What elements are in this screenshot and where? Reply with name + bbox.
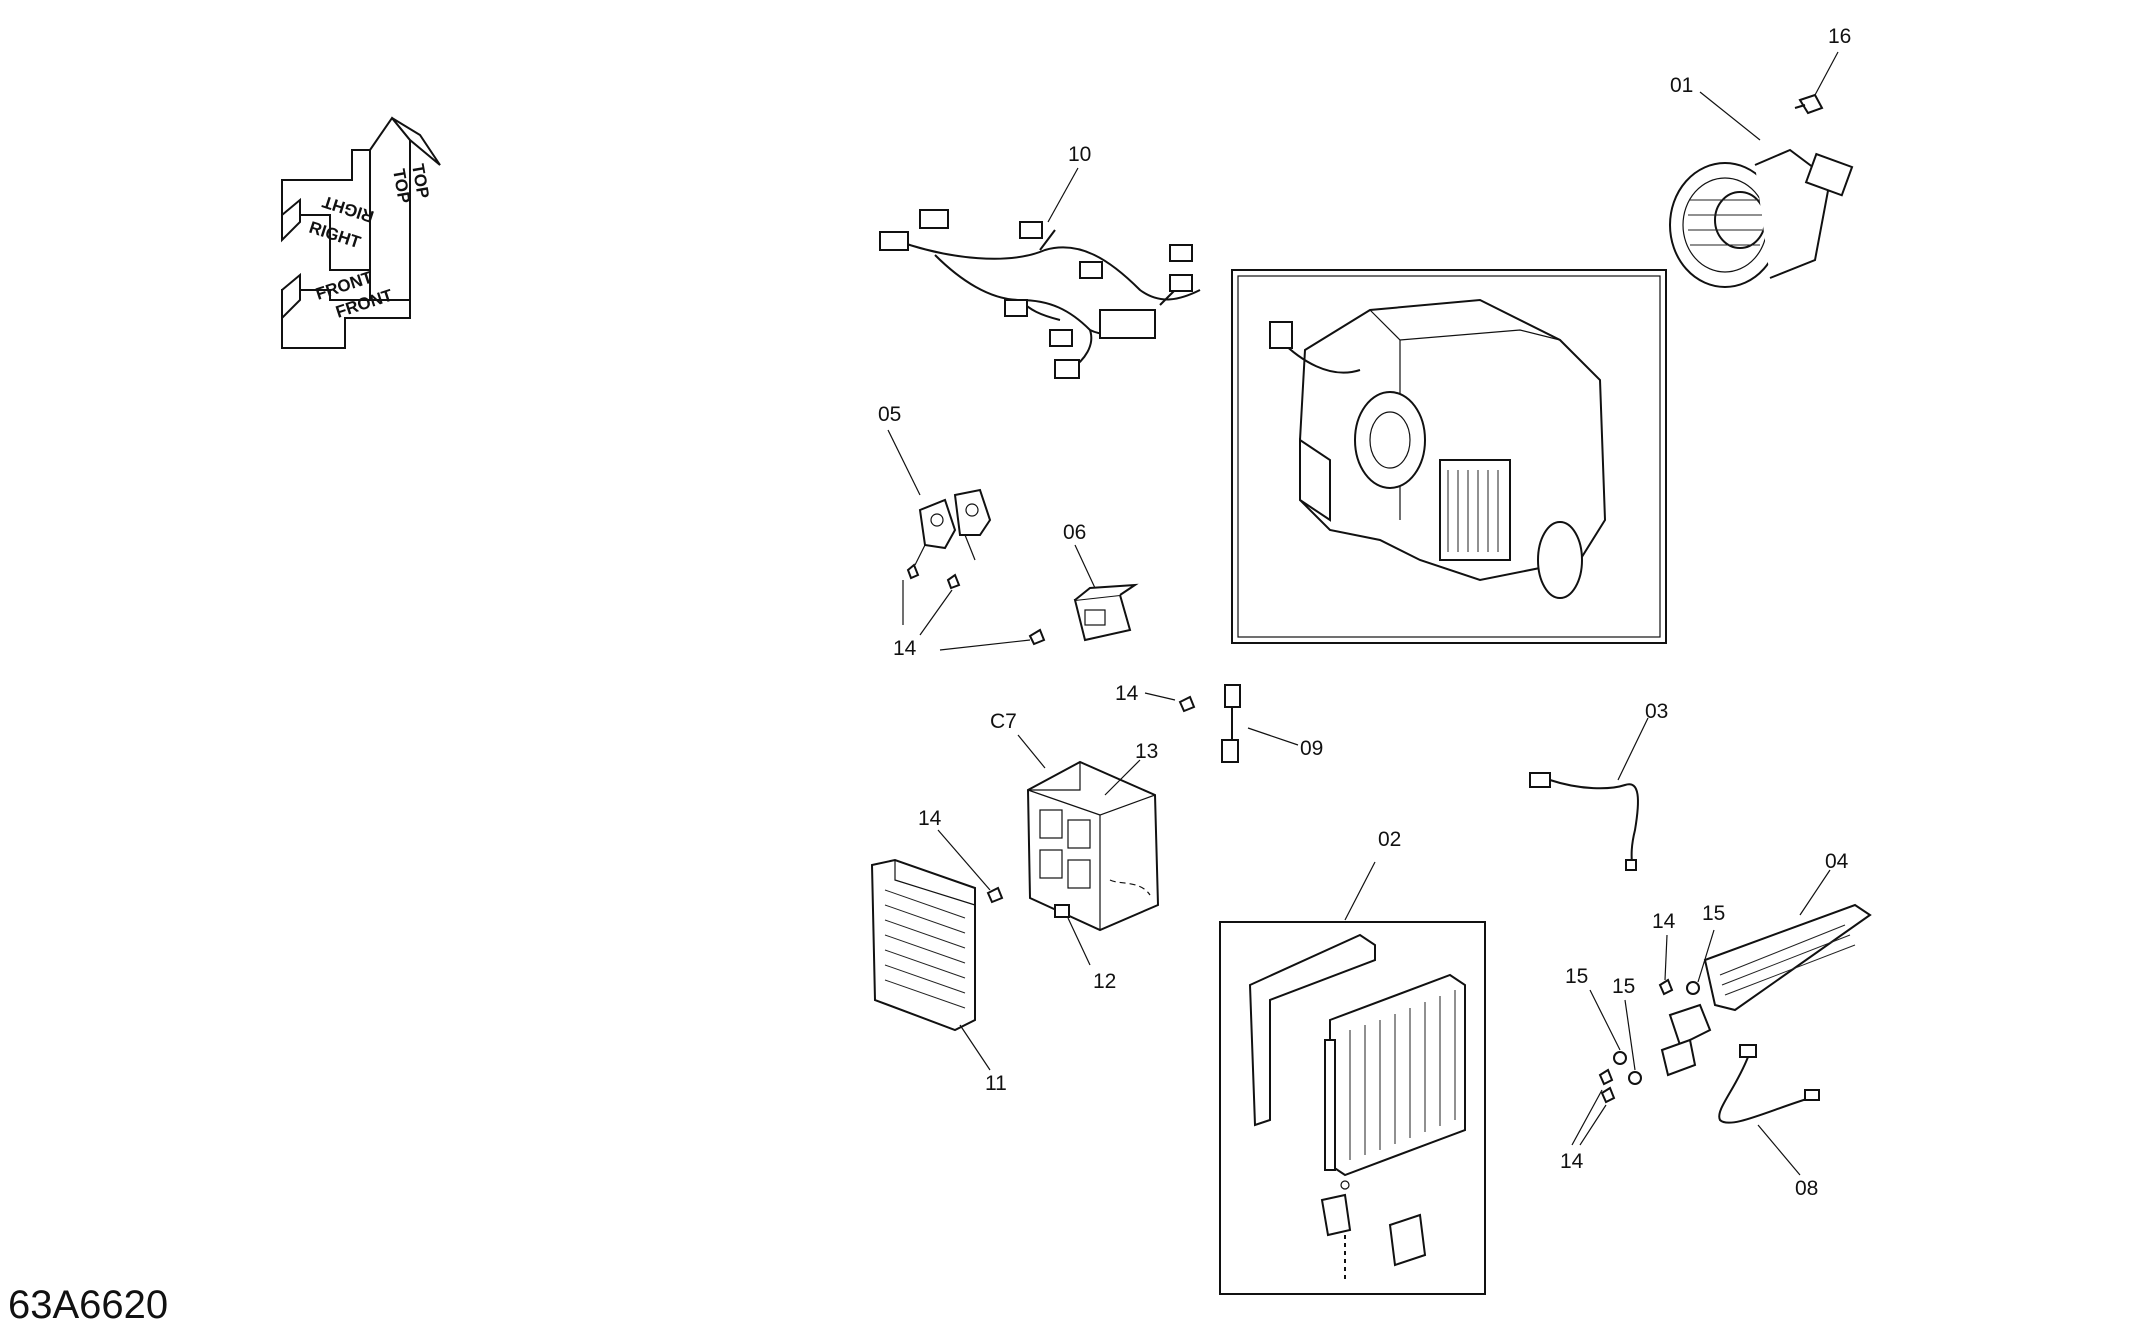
part-11-filter [870, 858, 976, 1032]
callout-02: 02 [1378, 828, 1401, 851]
callout-10: 10 [1068, 143, 1091, 166]
callout-14-bottom: 14 [1560, 1150, 1584, 1173]
callout-labels: 16 01 10 05 06 14 14 09 C7 13 14 12 11 0… [878, 25, 1851, 1200]
callout-13: 13 [1135, 740, 1158, 763]
part-02-evaporator-group [1219, 921, 1486, 1295]
part-14-screw-h [1600, 1086, 1616, 1104]
callout-01: 01 [1670, 74, 1693, 97]
callout-09: 09 [1300, 737, 1323, 760]
callout-12: 12 [1093, 970, 1116, 993]
part-15-clamp-c [1628, 1071, 1642, 1085]
part-14-screw-g [1598, 1068, 1614, 1086]
part-14-screw-a [906, 563, 920, 580]
part-16-screw [1794, 93, 1824, 115]
callout-14-mid: 14 [1115, 682, 1139, 705]
part-14-screw-d [1178, 695, 1196, 713]
leader-lines [887, 51, 1839, 1176]
callout-11: 11 [985, 1072, 1007, 1095]
callout-16: 16 [1828, 25, 1851, 48]
part-15-clamp-b [1613, 1051, 1627, 1065]
callout-15-mid: 15 [1612, 975, 1635, 998]
part-04-heater-core [1660, 903, 1872, 1077]
part-03-sensor-cable [1529, 772, 1639, 871]
callout-15-top: 15 [1702, 902, 1725, 925]
callout-03: 03 [1645, 700, 1668, 723]
part-09-sensor [1221, 684, 1241, 763]
drawing-code: 63A6620 [8, 1283, 168, 1323]
part-08-sensor-cable [1718, 1044, 1820, 1124]
callout-08: 08 [1795, 1177, 1818, 1200]
part-14-screw-b [946, 573, 961, 590]
part-14-screw-f [1658, 978, 1674, 996]
callout-14-left: 14 [893, 637, 917, 660]
callout-15-left: 15 [1565, 965, 1588, 988]
part-01-blower-motor [1669, 148, 1854, 288]
part-06-resistor [1073, 583, 1139, 642]
callout-06: 06 [1063, 521, 1086, 544]
part-14-screw-c [1028, 628, 1046, 646]
part-15-clamp-a [1686, 981, 1700, 995]
part-10-wiring-harness [879, 209, 1201, 379]
part-14-screw-e [986, 886, 1004, 904]
callout-14-filter: 14 [918, 807, 942, 830]
part-05-actuators [914, 488, 992, 566]
orientation-cube: TOP TOP RIGHT RIGHT FRONT FRONT [281, 116, 441, 349]
hvac-unit-assembly [1231, 269, 1667, 644]
callout-04: 04 [1825, 850, 1849, 873]
callout-07: C7 [990, 710, 1017, 733]
part-07-filter-case [1026, 760, 1160, 932]
callout-05: 05 [878, 403, 901, 426]
callout-14-right: 14 [1652, 910, 1676, 933]
part-12-clip [1054, 904, 1070, 918]
